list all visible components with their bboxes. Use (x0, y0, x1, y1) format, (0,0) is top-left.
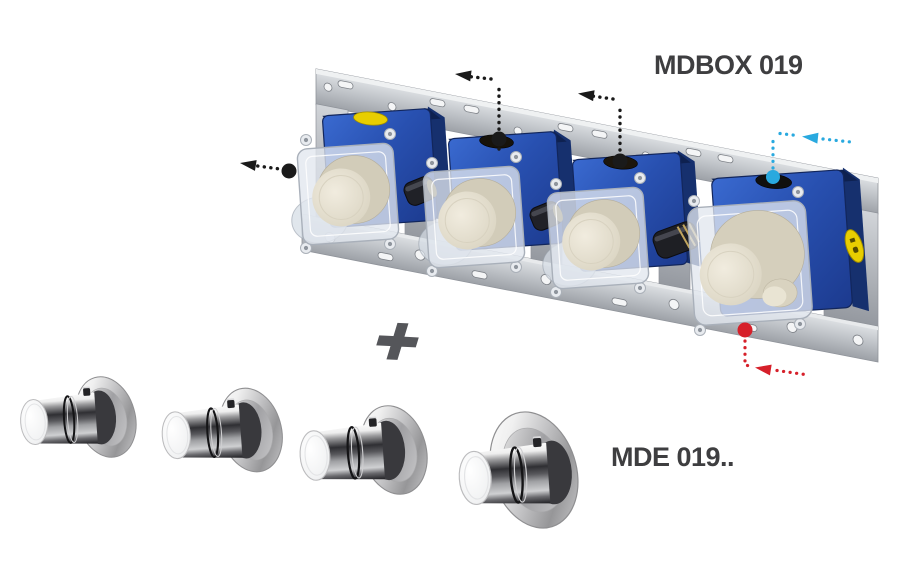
arrow-left-icon (455, 70, 472, 82)
yellow-label-top (353, 111, 388, 126)
hot-inlet-dot (737, 322, 753, 338)
cold-inlet-arrow (766, 131, 853, 184)
protective-cover-2 (418, 165, 526, 269)
outlet-arrow-3 (578, 90, 628, 169)
valve-module-4-thermostat (687, 167, 869, 336)
protective-cover-3 (542, 186, 650, 290)
trim-handle-2 (160, 381, 292, 480)
trim-handle-4-thermostat (455, 411, 579, 529)
rough-in-box-label: MDBOX 019 (654, 50, 803, 80)
outlet-dot (281, 163, 297, 179)
rail-slot-holes (323, 80, 830, 186)
protective-cover-4 (687, 200, 813, 326)
valve-module-1 (291, 106, 453, 254)
cold-inlet-dot (766, 170, 780, 184)
yellow-label-side (844, 229, 865, 263)
trim-handle-3 (298, 398, 437, 502)
outlet-arrow-1 (240, 160, 297, 179)
outlet-dot (491, 131, 507, 147)
trim-handle-1 (19, 370, 146, 465)
hot-inlet-arrow (737, 322, 807, 377)
arrow-left-icon (802, 132, 819, 144)
trim-set-label: MDE 019.. (611, 442, 735, 472)
protective-cover-1 (291, 142, 400, 246)
arrow-left-icon (240, 160, 257, 171)
outlet-dot (612, 153, 628, 169)
arrow-left-icon (755, 364, 772, 376)
outlet-arrow-2 (455, 70, 507, 151)
arrow-left-icon (578, 90, 595, 102)
